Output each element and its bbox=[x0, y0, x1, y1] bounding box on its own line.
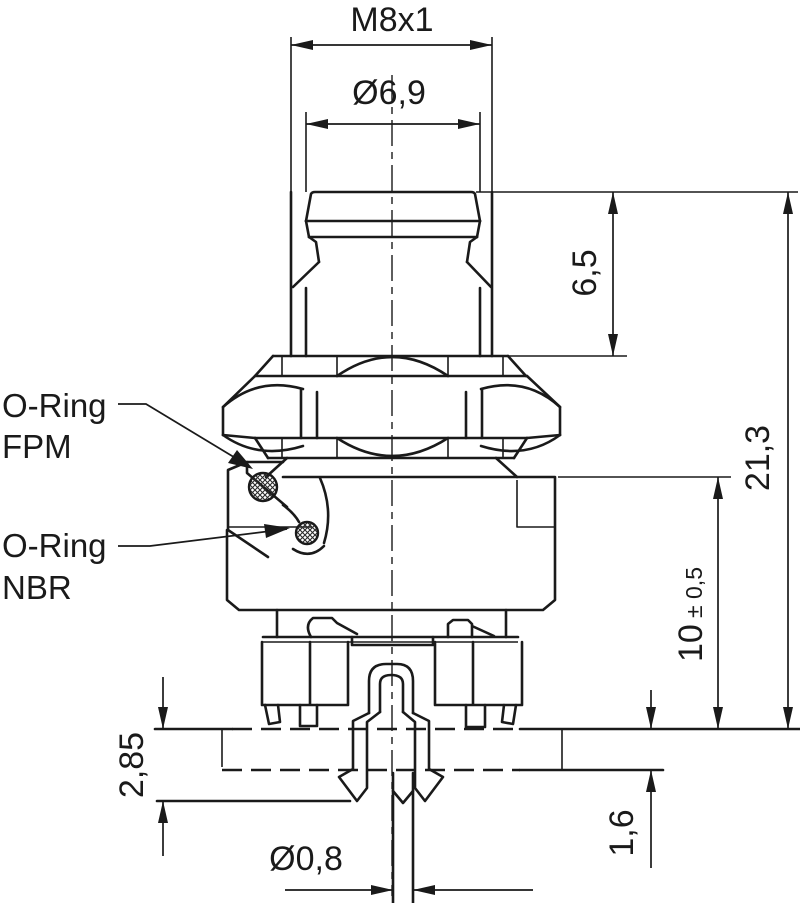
arrowhead bbox=[458, 119, 480, 129]
arrowhead bbox=[371, 885, 393, 895]
arrowhead bbox=[783, 707, 793, 729]
dimension-cap-diameter: Ø6,9 bbox=[306, 74, 480, 129]
total-length-label: 21,3 bbox=[739, 425, 777, 491]
lower-housing bbox=[260, 608, 524, 729]
dimension-panel-thickness: 1,6 bbox=[603, 690, 656, 868]
oring-fpm bbox=[247, 471, 279, 503]
solder-pin-left-inner bbox=[298, 703, 319, 728]
solder-pin-right-outer bbox=[500, 703, 518, 726]
arrowhead bbox=[646, 707, 656, 729]
mount-height-tolerance-label: ± 0,5 bbox=[681, 567, 707, 618]
arrowhead bbox=[470, 40, 492, 50]
arrowhead bbox=[608, 192, 618, 214]
panel-thickness-label: 1,6 bbox=[603, 809, 641, 856]
solder-pin-right-inner bbox=[464, 703, 487, 729]
oring-nbr-label-line2: NBR bbox=[2, 569, 72, 606]
oring-fpm-label-line1: O-Ring bbox=[2, 387, 107, 424]
arrowhead bbox=[264, 524, 290, 538]
cap-diameter-label: Ø6,9 bbox=[352, 74, 426, 112]
pin-diameter-label: Ø0,8 bbox=[269, 840, 343, 878]
oring-fpm-label-line2: FPM bbox=[2, 428, 72, 465]
arrowhead bbox=[713, 477, 723, 499]
arrowhead bbox=[413, 885, 435, 895]
arrowhead bbox=[158, 801, 168, 823]
oring-seats bbox=[226, 460, 330, 559]
arrowhead bbox=[646, 770, 656, 792]
hex-nut bbox=[221, 354, 562, 460]
arrowhead bbox=[158, 707, 168, 729]
threaded-barrel bbox=[289, 37, 494, 358]
arrowhead bbox=[306, 119, 328, 129]
dimension-mount-height: 10 ± 0,5 bbox=[672, 477, 723, 729]
center-solder-pin bbox=[391, 771, 415, 903]
arrowhead bbox=[783, 192, 793, 214]
arrowhead bbox=[608, 334, 618, 356]
oring-nbr bbox=[294, 520, 320, 546]
thread-size-label: M8x1 bbox=[350, 1, 433, 39]
oring-nbr-label-line1: O-Ring bbox=[2, 527, 107, 564]
dimension-thread: M8x1 bbox=[291, 1, 492, 50]
solder-pin-left-outer bbox=[263, 703, 282, 726]
mounting-panel bbox=[153, 727, 800, 803]
mount-height-label: 10 bbox=[672, 624, 710, 662]
dimension-snap-depth: 2,85 bbox=[113, 677, 168, 856]
callout-oring-nbr: O-Ring NBR bbox=[2, 524, 290, 606]
snap-latch bbox=[337, 662, 445, 803]
dimension-pin-diameter: Ø0,8 bbox=[269, 840, 533, 895]
dimension-mating-length: 6,5 bbox=[566, 192, 618, 356]
dimension-total-length: 21,3 bbox=[739, 192, 793, 729]
callout-oring-fpm: O-Ring FPM bbox=[2, 387, 253, 469]
arrowhead bbox=[291, 40, 313, 50]
arrowhead bbox=[228, 450, 253, 469]
arrowhead bbox=[713, 707, 723, 729]
mating-length-label: 6,5 bbox=[566, 249, 604, 296]
snap-depth-label: 2,85 bbox=[113, 732, 151, 798]
